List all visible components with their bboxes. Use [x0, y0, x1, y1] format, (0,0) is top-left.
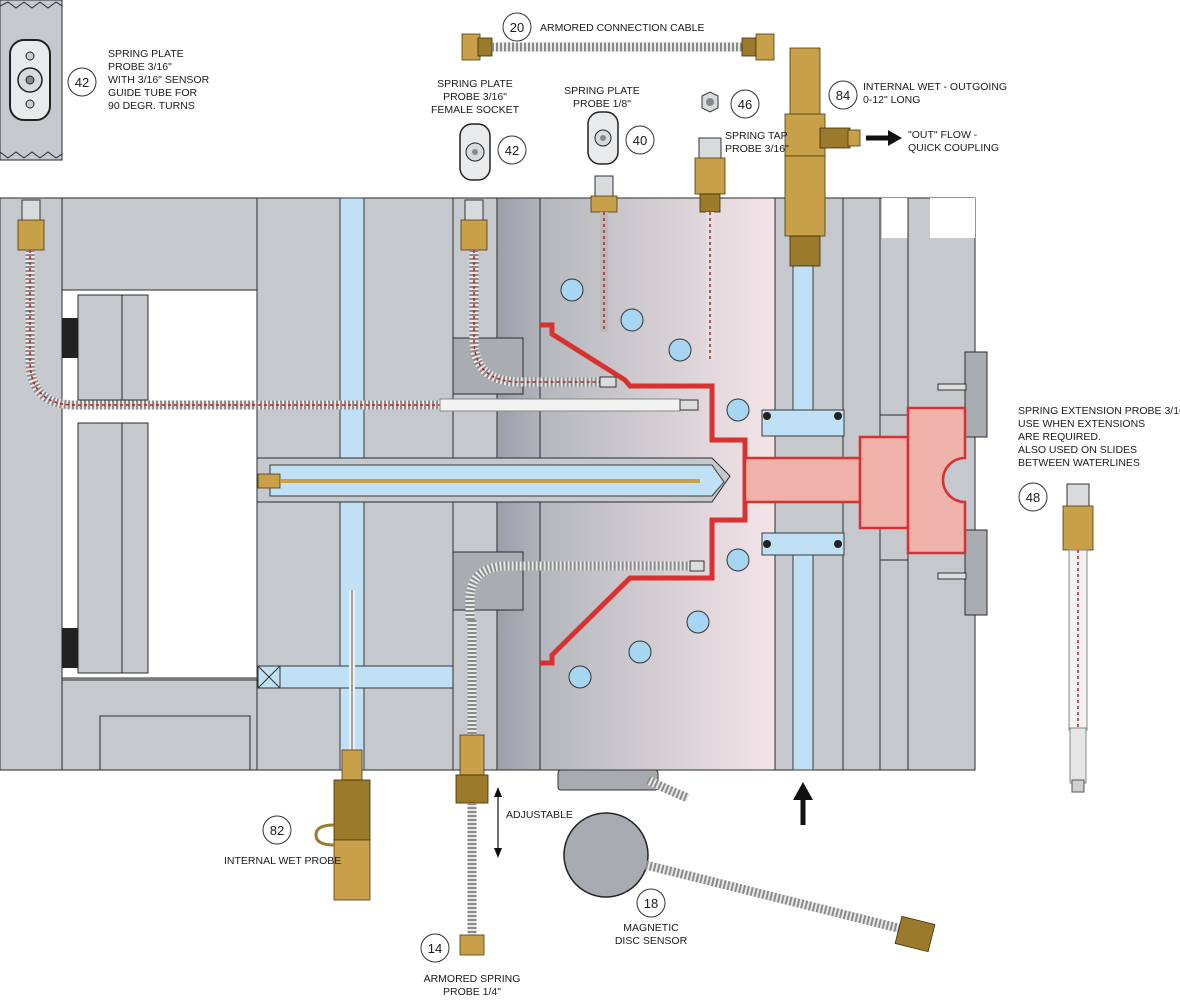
- probe-42-socket-elbow: [460, 199, 617, 388]
- probe-82-internal-wet: [314, 590, 371, 901]
- label-42b-line3: FEMALE SOCKET: [431, 104, 520, 116]
- callout-num-42b: 42: [505, 143, 519, 158]
- probe-14-armored-spring: [455, 620, 502, 956]
- probe-left-elbow: [17, 199, 699, 412]
- callout-num-48: 48: [1026, 490, 1040, 505]
- inset-plate-detail: [0, 0, 63, 161]
- callout-num-18: 18: [644, 896, 658, 911]
- flow-in-arrow: [793, 782, 813, 825]
- callout-num-42a: 42: [75, 75, 89, 90]
- label-82-line1: INTERNAL WET PROBE: [224, 855, 341, 867]
- callout-num-40: 40: [633, 133, 647, 148]
- probe-40-face: [587, 111, 619, 165]
- callout-circles: [67, 12, 1048, 963]
- labels: 42 SPRING PLATE PROBE 3/16" WITH 3/16" S…: [75, 20, 1180, 998]
- probe-42-socket-face: [459, 123, 491, 181]
- label-outflow-line2: QUICK COUPLING: [908, 142, 999, 154]
- label-42a-line3: WITH 3/16" SENSOR: [108, 74, 210, 86]
- probe-46-nut: [701, 91, 719, 113]
- probe-lower-elbow: [465, 560, 705, 620]
- label-42a-line1: SPRING PLATE: [108, 48, 184, 60]
- label-42a-line5: 90 DEGR. TURNS: [108, 100, 195, 112]
- label-84-line1: INTERNAL WET - OUTGOING: [863, 81, 1007, 93]
- label-outflow-line1: "OUT" FLOW -: [908, 129, 978, 141]
- probe-core-pin: [257, 473, 700, 489]
- label-42a-line2: PROBE 3/16": [108, 61, 172, 73]
- mold-assembly: [0, 197, 988, 803]
- label-adjustable: ADJUSTABLE: [506, 809, 573, 821]
- label-48-line1: SPRING EXTENSION PROBE 3/16": [1018, 405, 1180, 417]
- callout-num-82: 82: [270, 823, 284, 838]
- callout-num-84: 84: [836, 88, 850, 103]
- label-42a-line4: GUIDE TUBE FOR: [108, 87, 197, 99]
- probe-48-extension: [1062, 483, 1094, 793]
- callout-num-46: 46: [738, 97, 752, 112]
- label-48-line4: ALSO USED ON SLIDES: [1018, 444, 1137, 456]
- probe-40-vertical: [590, 175, 618, 332]
- label-40-line1: SPRING PLATE: [564, 85, 640, 97]
- label-42b-line2: PROBE 3/16": [443, 91, 507, 103]
- label-40-line2: PROBE 1/8": [573, 98, 631, 110]
- label-48-line3: ARE REQUIRED.: [1018, 431, 1101, 443]
- label-48-line5: BETWEEN WATERLINES: [1018, 457, 1140, 469]
- probe-46-vertical: [694, 137, 726, 360]
- label-42b-line1: SPRING PLATE: [437, 78, 513, 90]
- label-14-line2: PROBE 1/4": [443, 986, 501, 998]
- label-46-line2: PROBE 3/16": [725, 143, 789, 155]
- label-84-line2: 0-12" LONG: [863, 94, 920, 106]
- label-20-line1: ARMORED CONNECTION CABLE: [540, 22, 705, 34]
- magnetic-disc-sensor-18: [563, 812, 936, 953]
- probe-84-outgoing: [784, 47, 902, 267]
- label-18-line2: DISC SENSOR: [615, 935, 688, 947]
- cable-20-armored: [461, 33, 775, 61]
- callout-num-20: 20: [510, 20, 524, 35]
- callout-num-14: 14: [428, 941, 442, 956]
- label-18-line1: MAGNETIC: [623, 922, 679, 934]
- label-46-line1: SPRING TAP: [725, 130, 788, 142]
- label-48-line2: USE WHEN EXTENSIONS: [1018, 418, 1145, 430]
- label-14-line1: ARMORED SPRING: [424, 973, 521, 985]
